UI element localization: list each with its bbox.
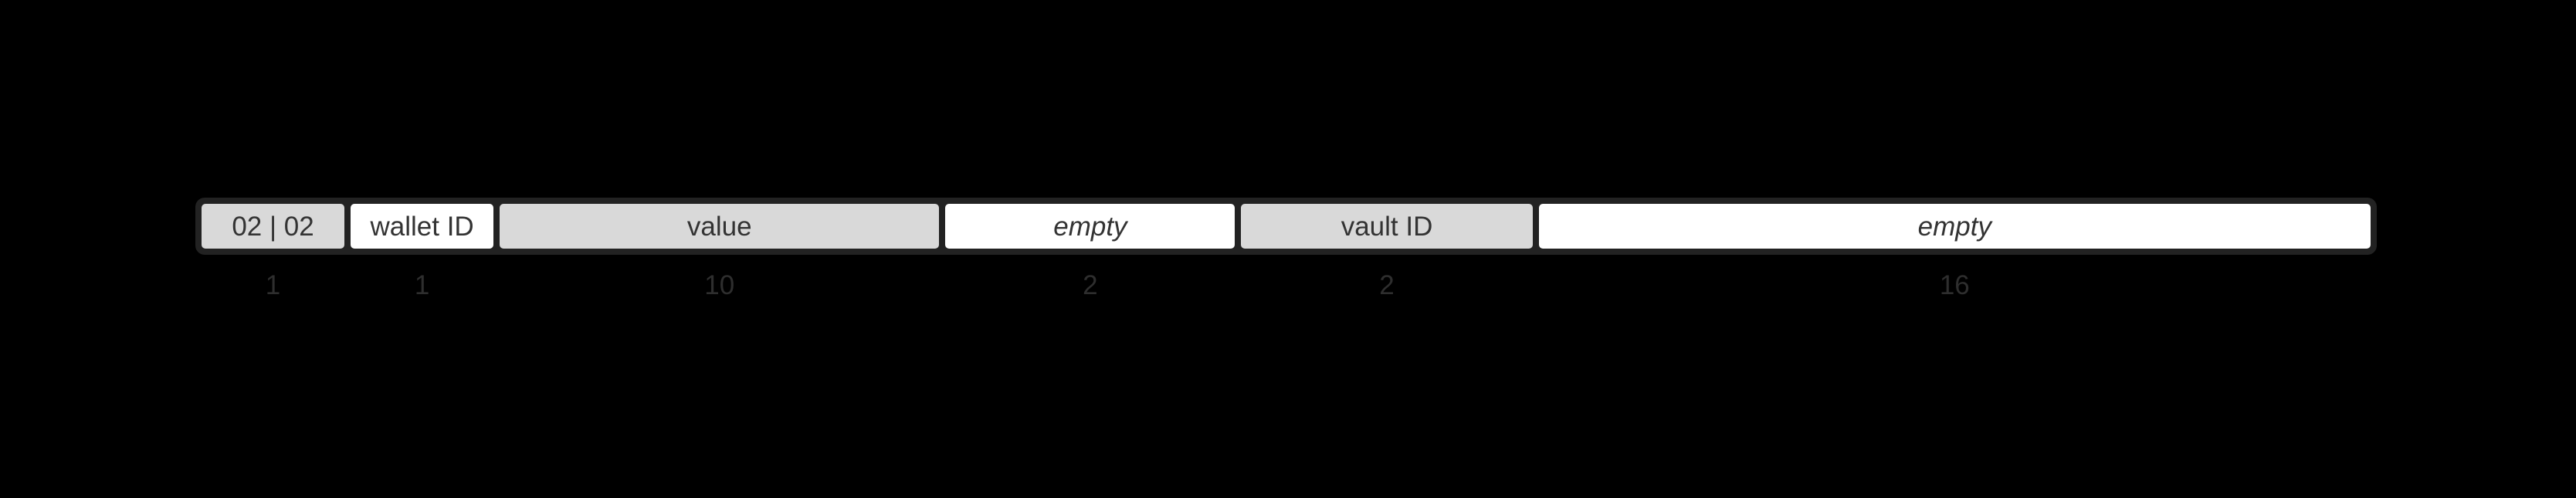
byte-count-empty-2: 16 bbox=[1939, 270, 1970, 300]
segment-empty-2: empty bbox=[1538, 204, 2371, 249]
byte-count-row: 1 1 10 2 2 16 bbox=[195, 269, 2377, 302]
byte-count-empty-1: 2 bbox=[1083, 270, 1098, 300]
segment-prefix-02-02: 02 | 02 bbox=[202, 204, 345, 249]
segment-label: wallet ID bbox=[370, 211, 474, 242]
byte-count-vault-id: 2 bbox=[1379, 270, 1395, 300]
segment-value: value bbox=[500, 204, 940, 249]
byte-count-prefix: 1 bbox=[265, 270, 281, 300]
segment-label: vault ID bbox=[1341, 211, 1433, 242]
segment-label: empty bbox=[1053, 211, 1127, 242]
segment-wallet-id: wallet ID bbox=[351, 204, 494, 249]
segment-label: 02 | 02 bbox=[232, 211, 314, 242]
byte-layout-bar: 02 | 02 wallet ID value empty vault ID e… bbox=[195, 198, 2377, 255]
byte-count-value: 10 bbox=[704, 270, 735, 300]
segment-empty-1: empty bbox=[945, 204, 1235, 249]
segment-label: value bbox=[686, 211, 752, 242]
segment-vault-id: vault ID bbox=[1241, 204, 1533, 249]
segment-label: empty bbox=[1917, 211, 1991, 242]
byte-count-wallet-id: 1 bbox=[414, 270, 430, 300]
